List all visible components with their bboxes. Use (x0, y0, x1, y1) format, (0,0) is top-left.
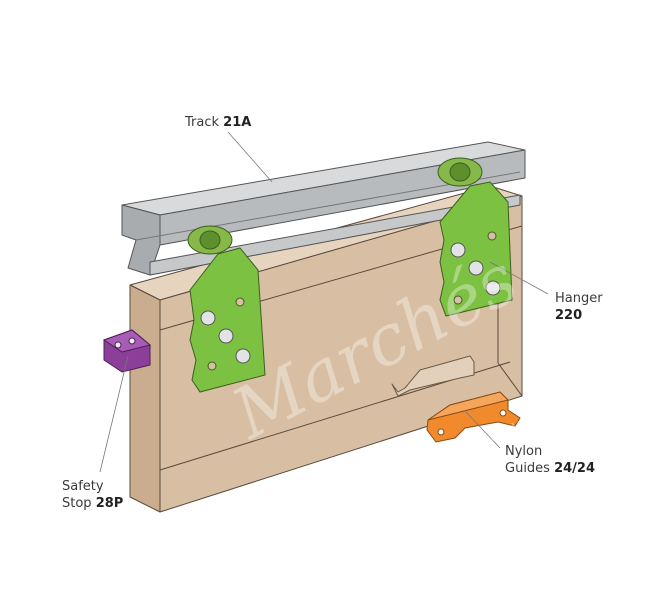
screw-icon (468, 260, 484, 276)
hanger-left (187, 225, 266, 393)
guide-channel (391, 355, 475, 397)
screw-icon (450, 242, 466, 258)
track (121, 141, 526, 276)
leader-lines (99, 131, 549, 473)
door-side-face (129, 284, 161, 513)
nylon-guide (426, 391, 521, 443)
track-end (121, 204, 161, 276)
hanger-right (437, 157, 513, 317)
screw-icon (200, 310, 216, 326)
label-track: Track 21A (185, 115, 252, 130)
screw-icon (485, 280, 501, 296)
safety-stop (102, 329, 152, 373)
screw-icon (218, 328, 234, 344)
screw-icon (235, 348, 251, 364)
